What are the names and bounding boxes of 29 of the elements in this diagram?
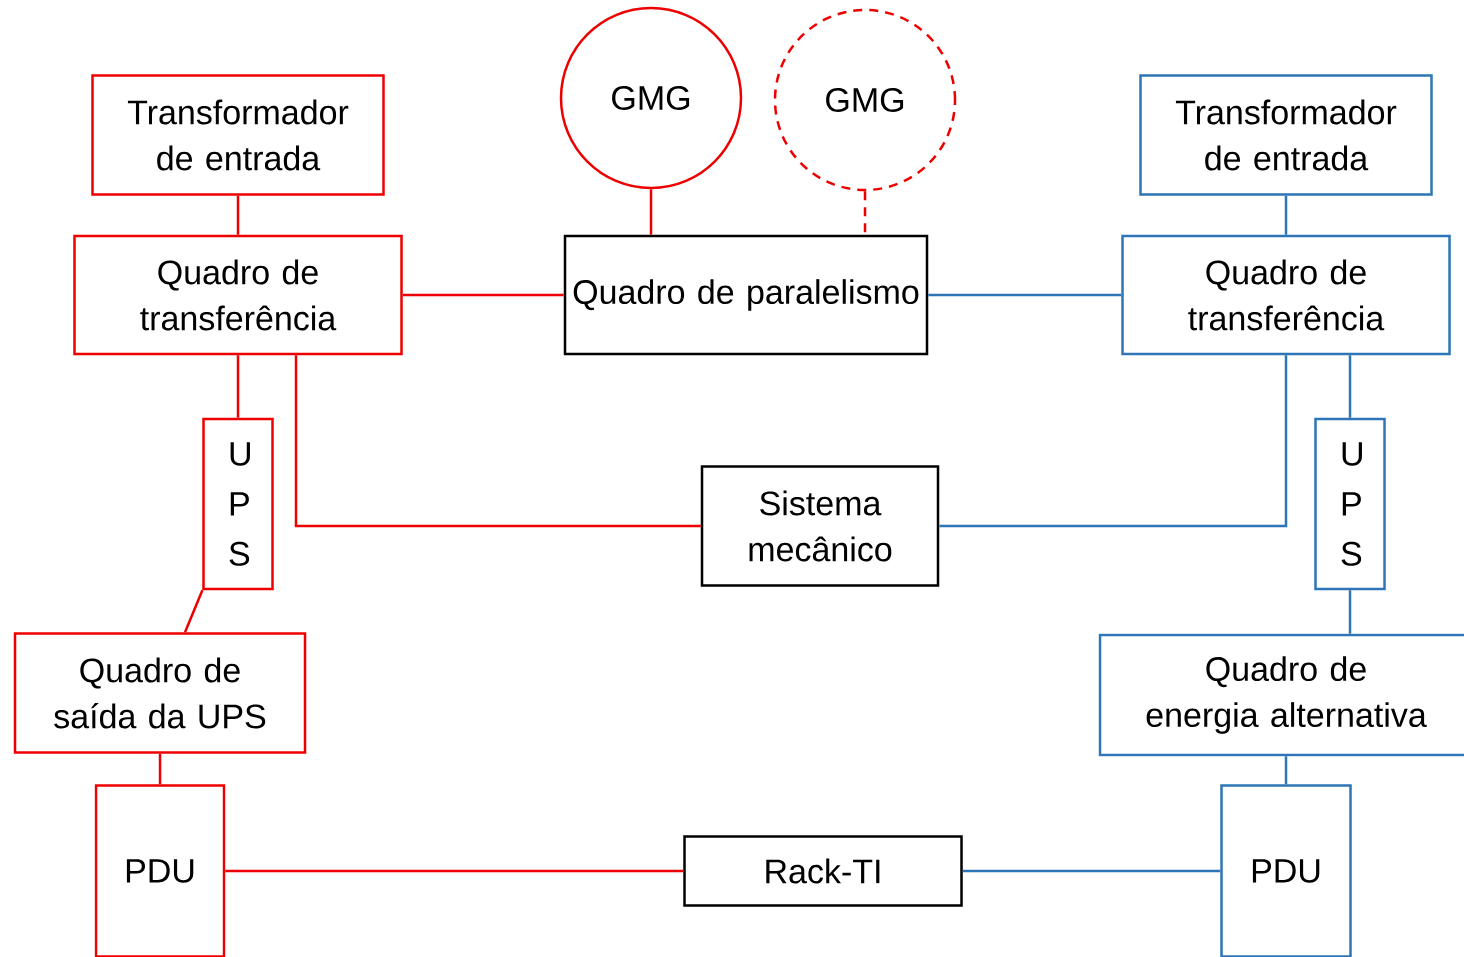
connector-line: [962, 869, 1221, 873]
connector-line: [158, 753, 162, 785]
connector-line: [1348, 355, 1352, 418]
transformer-box: Transformador de entrada: [1139, 74, 1433, 196]
connector-line: [183, 589, 204, 633]
ups-box: U P S: [202, 417, 274, 591]
connector-line: [863, 191, 867, 235]
connector-line: [1348, 590, 1352, 634]
ups-box: U P S: [1314, 417, 1386, 591]
pdu-box: PDU: [94, 784, 226, 957]
connector-line: [236, 355, 240, 418]
connector-line: [402, 293, 564, 297]
panel-box: Quadro de paralelismo: [563, 234, 929, 356]
connector-line: [1284, 195, 1288, 235]
panel-box: Quadro de energia alternativa: [1098, 633, 1464, 757]
connector-line: [225, 869, 684, 873]
connector-line: [1284, 756, 1288, 785]
panel-box: Quadro de transferência: [73, 234, 403, 356]
panel-box: Quadro de saída da UPS: [13, 632, 307, 754]
connector-line: [939, 355, 1288, 528]
rack-box: Rack-TI: [683, 835, 963, 907]
transformer-box: Transformador de entrada: [91, 74, 385, 196]
connector-line: [649, 189, 653, 235]
panel-box: Quadro de transferência: [1121, 234, 1451, 356]
connector-line: [294, 355, 701, 528]
connector-line: [236, 195, 240, 235]
connector-line: [928, 293, 1122, 297]
pdu-box: PDU: [1220, 784, 1352, 957]
system-box: Sistema mecânico: [700, 465, 940, 587]
